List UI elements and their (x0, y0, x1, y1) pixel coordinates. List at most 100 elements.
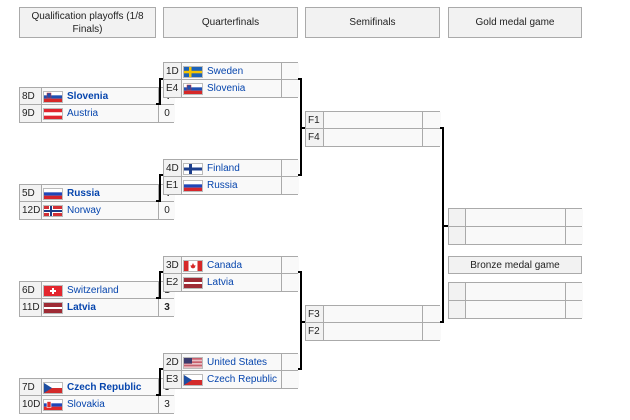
team-cell: Latvia (182, 274, 282, 291)
team-cell (466, 301, 566, 318)
score-cell (282, 274, 299, 291)
header-semifinals: Semifinals (305, 7, 440, 38)
seed-label: 10D (20, 396, 42, 413)
canada-flag-icon (183, 259, 203, 272)
seed-label: 6D (20, 282, 42, 299)
team-name-link[interactable]: Slovenia (67, 91, 109, 102)
team-name-link[interactable]: Canada (207, 260, 243, 271)
latvia-flag-icon (43, 301, 63, 314)
seed-label: F2 (306, 323, 324, 340)
usa-flag-icon (183, 356, 203, 369)
slovenia-flag-icon (183, 82, 203, 95)
score-cell: 0 (159, 202, 175, 219)
team-cell (324, 323, 423, 340)
team-name-link[interactable]: Slovakia (67, 399, 105, 410)
team-cell: Finland (182, 160, 282, 177)
seed-label: F3 (306, 306, 324, 323)
quarterfinals-slot: 3D Canada (163, 256, 299, 275)
score-cell (423, 323, 441, 340)
team-name-link[interactable]: Russia (67, 188, 100, 199)
team-cell (324, 112, 423, 129)
slovenia-flag-icon (43, 90, 63, 103)
sweden-flag-icon (183, 65, 203, 78)
czech-flag-icon (43, 381, 63, 394)
team-cell: Canada (182, 257, 282, 274)
team-name-link[interactable]: Czech Republic (207, 374, 278, 385)
bronze-slot (448, 300, 583, 319)
team-name-link[interactable]: Sweden (207, 66, 244, 77)
team-cell (324, 129, 423, 146)
austria-flag-icon (43, 107, 63, 120)
score-cell (282, 177, 299, 194)
seed-label: E2 (164, 274, 182, 291)
quarterfinals-slot: E4 Slovenia (163, 79, 299, 98)
russia-flag-icon (183, 179, 203, 192)
team-cell: Slovakia (42, 396, 159, 413)
seed-label: 1D (164, 63, 182, 80)
seed-label: 11D (20, 299, 42, 316)
quarterfinals-slot: 4D Finland (163, 159, 299, 178)
seed-label: 7D (20, 379, 42, 396)
team-cell: Russia (42, 185, 159, 202)
team-name-link[interactable]: Norway (67, 205, 101, 216)
score-cell (282, 354, 299, 371)
team-cell: Sweden (182, 63, 282, 80)
team-name-link[interactable]: Slovenia (207, 83, 246, 94)
seed-label: 8D (20, 88, 42, 105)
seed-label: F4 (306, 129, 324, 146)
score-cell (282, 160, 299, 177)
team-name-link[interactable]: Austria (67, 108, 99, 119)
score-cell (423, 306, 441, 323)
header-quarterfinals: Quarterfinals (163, 7, 298, 38)
gold-slot (448, 208, 583, 227)
team-name-link[interactable]: Latvia (67, 302, 96, 313)
score-cell (566, 209, 583, 226)
team-cell: Czech Republic (182, 371, 282, 388)
score-cell: 3 (159, 299, 175, 316)
team-name-link[interactable]: Latvia (207, 277, 234, 288)
team-cell: Czech Republic (42, 379, 159, 396)
switzerland-flag-icon (43, 284, 63, 297)
team-name-link[interactable]: United States (207, 357, 268, 368)
score-cell (282, 371, 299, 388)
seed-label: F1 (306, 112, 324, 129)
team-name-link[interactable]: Russia (207, 180, 238, 191)
team-cell: Slovenia (42, 88, 159, 105)
seed-label: 3D (164, 257, 182, 274)
seed-label: 9D (20, 105, 42, 122)
score-cell (566, 301, 583, 318)
seed-label: 4D (164, 160, 182, 177)
score-cell (566, 283, 583, 300)
team-name-link[interactable]: Finland (207, 163, 240, 174)
round1-slot: 11D Latvia 3 (19, 298, 175, 317)
seed-label: E1 (164, 177, 182, 194)
team-cell (466, 283, 566, 300)
score-cell (566, 227, 583, 244)
score-cell: 0 (159, 105, 175, 122)
seed-label: 5D (20, 185, 42, 202)
seed-label (449, 301, 466, 318)
gold-slot (448, 226, 583, 245)
finland-flag-icon (183, 162, 203, 175)
header-round1: Qualification playoffs (1/8 Finals) (19, 7, 156, 38)
seed-label: E4 (164, 80, 182, 97)
score-cell (282, 257, 299, 274)
team-cell (324, 306, 423, 323)
seed-label (449, 209, 466, 226)
team-cell: Austria (42, 105, 159, 122)
team-name-link[interactable]: Switzerland (67, 285, 119, 296)
team-cell: United States (182, 354, 282, 371)
round1-slot: 9D Austria 0 (19, 104, 175, 123)
team-cell: Russia (182, 177, 282, 194)
team-name-link[interactable]: Czech Republic (67, 382, 142, 393)
latvia-flag-icon (183, 276, 203, 289)
team-cell (466, 209, 566, 226)
seed-label (449, 227, 466, 244)
seed-label: E3 (164, 371, 182, 388)
slovakia-flag-icon (43, 398, 63, 411)
